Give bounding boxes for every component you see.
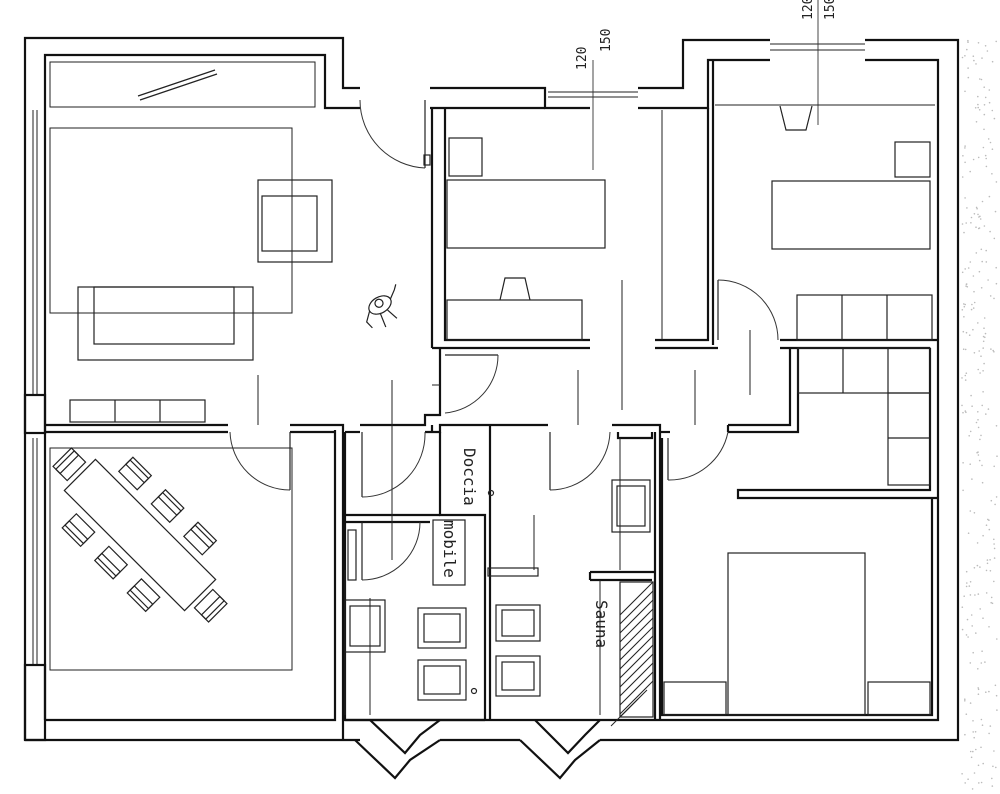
outer-walls [23,36,960,742]
nightstand-right [867,681,931,716]
corridor-lines [257,280,751,715]
armchair [257,179,333,263]
mobile-cabinet [432,519,466,586]
chair [779,105,813,131]
dimension-label-1b: 120 [575,47,590,70]
nightstand [894,141,931,178]
living-room [49,127,333,423]
sink [344,599,386,653]
dining-table-icon [52,447,228,623]
bedroom1-window [548,60,638,170]
entry-bays [354,719,601,780]
bed [446,179,606,249]
washbasin [611,479,651,533]
door-bathroom-right [549,431,611,491]
toilet [495,604,541,642]
bidet [417,659,467,701]
dining-rug [49,447,293,671]
bedroom-3 [663,552,931,716]
terrain-area [961,39,998,790]
dimension-label-2b: 120 [801,0,816,20]
bed [771,180,931,250]
nightstand-left [663,681,727,716]
toilet [417,607,467,649]
left-window [23,110,47,742]
door-closet [361,431,426,498]
door-bathroom-left [361,521,421,581]
double-bed [727,552,866,716]
shower-tray-edge [487,567,539,577]
dimension-label-2a: 150 [823,0,838,20]
bidet [495,655,541,697]
desk-chair [499,277,531,301]
room-label-sauna: Sauna [592,600,611,648]
walk-in-closet [797,347,931,486]
desk [446,299,583,341]
door-bedroom3 [667,431,729,481]
rug [49,127,293,314]
door-entry-top [359,99,431,169]
bathroom-left [344,519,478,701]
sofa [77,286,254,361]
door-bedroom2 [717,279,779,341]
person-icon [366,284,398,329]
bedroom-2 [715,104,935,341]
tv-cabinet [69,399,206,423]
shower-drain [487,489,495,497]
door-dining [229,431,291,491]
dining-room [49,447,293,671]
towel-rail [347,529,357,581]
sauna-bench [610,581,654,727]
doors [229,99,779,581]
room-label-doccia: Doccia [460,448,479,506]
furniture-label-mobile: mobile [440,520,459,578]
bedroom2-window [770,0,865,125]
bathroom-right [487,479,651,697]
bedroom-1 [446,110,663,341]
dimension-label-1a: 150 [599,29,614,52]
living-window [49,61,316,108]
door-bedroom1 [444,354,499,414]
nightstand [448,137,483,177]
wardrobe [796,294,933,341]
